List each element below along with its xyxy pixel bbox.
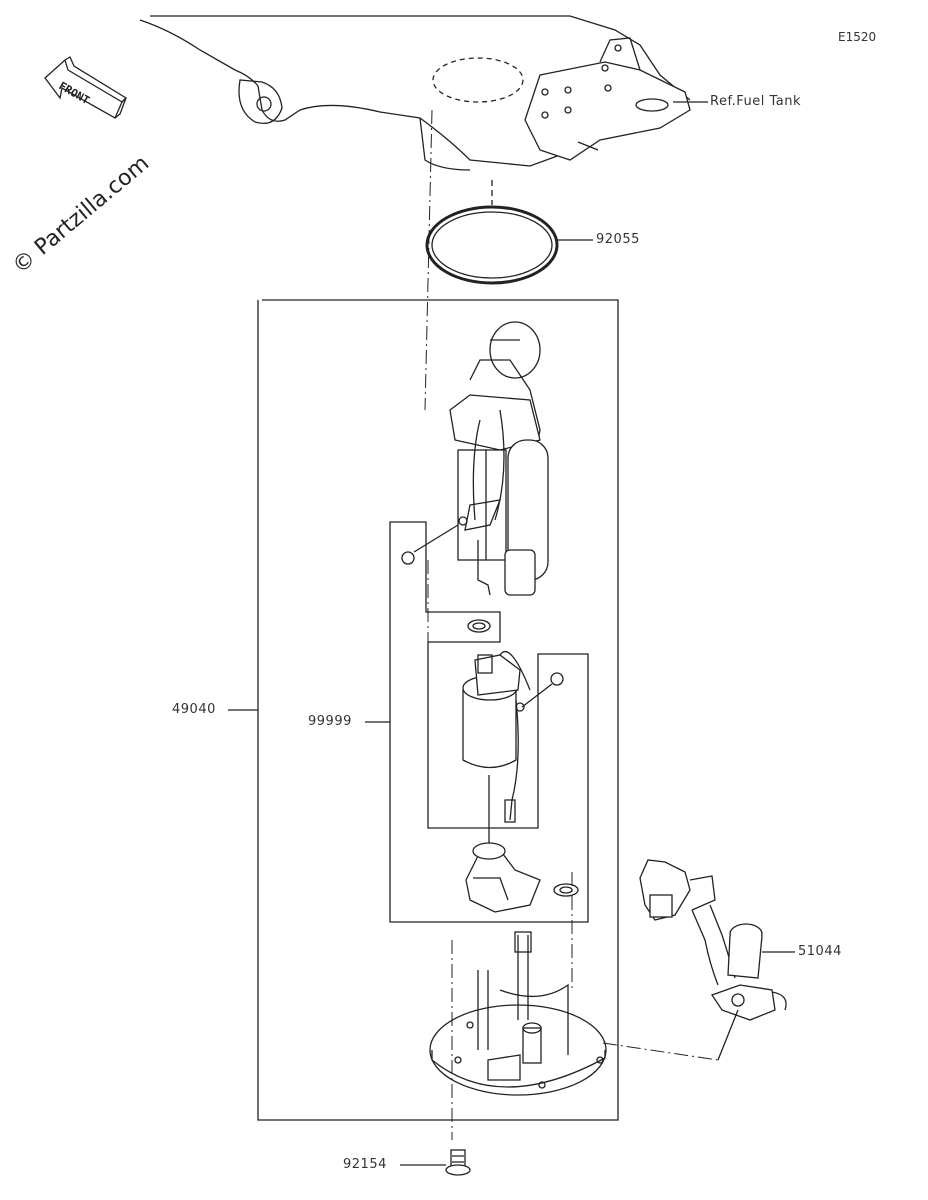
fuel-tank-outline bbox=[139, 15, 691, 171]
callout-ref-fuel-tank[interactable]: Ref.Fuel Tank bbox=[710, 94, 801, 109]
callout-92154[interactable]: 92154 bbox=[343, 1157, 387, 1172]
o-ring-92055 bbox=[425, 180, 559, 285]
base-plate bbox=[429, 931, 607, 1096]
callout-49040[interactable]: 49040 bbox=[172, 702, 216, 717]
screw-small bbox=[550, 672, 564, 686]
front-arrow-icon: FRONT bbox=[44, 56, 128, 119]
fuel-pump bbox=[462, 650, 531, 823]
diagram-code: E1520 bbox=[838, 30, 877, 44]
pump-holder bbox=[465, 842, 541, 913]
bracket-99999 bbox=[389, 521, 589, 923]
callout-92055[interactable]: 92055 bbox=[596, 232, 640, 247]
callout-51044[interactable]: 51044 bbox=[798, 944, 842, 959]
fuel-hose-51044 bbox=[639, 859, 787, 1021]
bracket-49040 bbox=[257, 299, 619, 1121]
washer-top bbox=[467, 619, 491, 633]
nut-small bbox=[401, 551, 415, 565]
washer-bottom bbox=[553, 883, 579, 897]
pump-module-upper bbox=[449, 321, 549, 596]
callout-99999[interactable]: 99999 bbox=[308, 714, 352, 729]
bolt-92154 bbox=[445, 1149, 471, 1176]
